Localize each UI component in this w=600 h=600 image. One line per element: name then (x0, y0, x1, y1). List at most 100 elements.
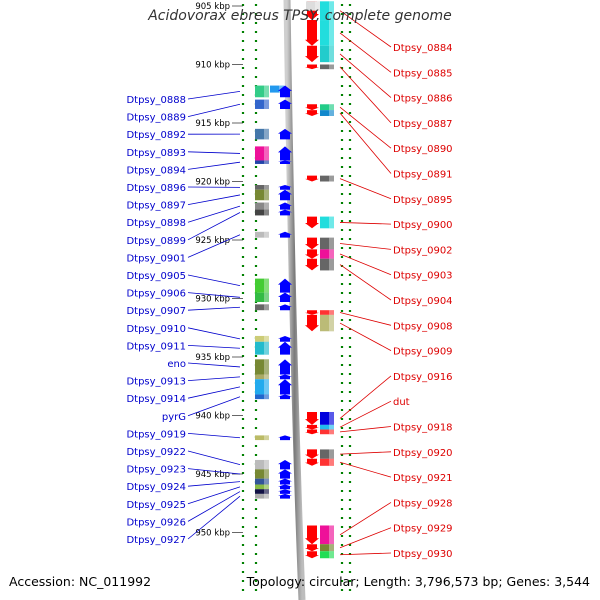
gene-label-Dtpsy_0925: Dtpsy_0925 (126, 500, 186, 511)
gene-label-Dtpsy_0921: Dtpsy_0921 (393, 473, 453, 484)
gene-block-Dtpsy_0914 (255, 379, 269, 395)
gene-leader-Dtpsy_0907 (187, 306, 241, 311)
gene-block-Dtpsy_0925 (255, 484, 269, 490)
gene-block-Dtpsy_0887 (320, 64, 334, 70)
gene-block-pyrG-shade (264, 394, 269, 400)
gene-label-Dtpsy_0928: Dtpsy_0928 (393, 498, 453, 509)
gene-arrow-Dtpsy_0905 (278, 278, 292, 293)
gene-arrow-Dtpsy_0896 (278, 185, 292, 190)
gene-block-Dtpsy_0886 (320, 45, 334, 63)
gene-block-Dtpsy_0901-shade (264, 231, 269, 238)
gene-leader-Dtpsy_0914 (187, 386, 241, 399)
gene-label-Dtpsy_0916: Dtpsy_0916 (393, 372, 453, 383)
gene-leader-dut (339, 400, 392, 428)
left-genes-layer: Dtpsy_0888Dtpsy_0889Dtpsy_0892Dtpsy_0893… (126, 85, 292, 546)
gene-block-Dtpsy_0929-shade (329, 544, 334, 552)
gene-block-Dtpsy_0930-shade (329, 551, 334, 559)
gene-arrow-Dtpsy_0889 (278, 99, 292, 109)
gene-block-Dtpsy_0907 (255, 304, 269, 311)
gene-leader-Dtpsy_0887 (339, 66, 392, 124)
gene-leader-pyrG (187, 396, 241, 417)
gene-arrow-Dtpsy_0927 (278, 493, 292, 499)
gene-leader-Dtpsy_0922 (187, 450, 241, 466)
gene-arrow-Dtpsy_0913 (278, 374, 292, 380)
gene-block-Dtpsy_0892-shade (264, 128, 269, 140)
gene-label-Dtpsy_0901: Dtpsy_0901 (126, 253, 186, 264)
gene-arrow-Dtpsy_0930 (305, 551, 319, 559)
gene-block-secondary-Dtpsy_0884-shade (315, 1, 320, 11)
gene-block-Dtpsy_0889-shade (264, 99, 269, 109)
gene-leader-Dtpsy_0894 (187, 161, 241, 170)
scale-label: 915 kbp (195, 119, 230, 129)
gene-leader-Dtpsy_0909 (339, 322, 392, 351)
gene-leader-Dtpsy_0927 (187, 495, 241, 540)
gene-label-Dtpsy_0885: Dtpsy_0885 (393, 68, 453, 79)
gene-block-Dtpsy_0901 (255, 231, 269, 238)
gene-leader-Dtpsy_0891 (339, 112, 392, 174)
gene-block-Dtpsy_0905 (255, 278, 269, 293)
gene-block-Dtpsy_0922 (255, 459, 269, 470)
gene-block-Dtpsy_0903 (320, 249, 334, 259)
gene-arrow-Dtpsy_0885 (305, 20, 319, 46)
gene-label-Dtpsy_0888: Dtpsy_0888 (126, 95, 186, 106)
gene-arrow-Dtpsy_0923 (278, 469, 292, 479)
gene-block-Dtpsy_0906 (255, 292, 269, 303)
gene-label-Dtpsy_0891: Dtpsy_0891 (393, 170, 453, 181)
scale-label: 910 kbp (195, 61, 230, 71)
gene-leader-Dtpsy_0908 (339, 312, 392, 326)
gene-label-Dtpsy_0905: Dtpsy_0905 (126, 271, 186, 282)
gene-label-Dtpsy_0909: Dtpsy_0909 (393, 347, 453, 358)
gene-leader-Dtpsy_0890 (339, 106, 392, 149)
gene-arrow-Dtpsy_0901 (278, 231, 292, 238)
gene-leader-Dtpsy_0899 (187, 212, 241, 241)
gene-leader-Dtpsy_0929 (339, 527, 392, 549)
gene-arrow-Dtpsy_0895 (305, 175, 319, 182)
gene-arrow-Dtpsy_0894 (278, 160, 292, 164)
gene-block-Dtpsy_0924-shade (264, 478, 269, 485)
gene-arrow-pyrG (278, 394, 292, 400)
gene-block-Dtpsy_0895 (320, 175, 334, 182)
gene-block-Dtpsy_0911-shade (264, 341, 269, 355)
gene-label-Dtpsy_0908: Dtpsy_0908 (393, 321, 453, 332)
gene-leader-Dtpsy_0888 (187, 91, 241, 100)
gene-leader-Dtpsy_0910 (187, 327, 241, 340)
gene-block-Dtpsy_0898-shade (264, 202, 269, 210)
gene-label-Dtpsy_0920: Dtpsy_0920 (393, 448, 453, 459)
gene-block-secondary-Dtpsy_0888 (270, 85, 284, 93)
gene-arrow-Dtpsy_0900 (305, 216, 319, 229)
scale-label: 950 kbp (195, 529, 230, 539)
gene-block-dut (320, 424, 334, 430)
gene-leader-Dtpsy_0924 (187, 481, 241, 487)
gene-arrow-eno (278, 359, 292, 375)
gene-arrow-Dtpsy_0925 (278, 484, 292, 490)
gene-leader-Dtpsy_0913 (187, 376, 241, 381)
scale-label: 925 kbp (195, 236, 230, 246)
gene-leader-Dtpsy_0889 (187, 103, 241, 117)
gene-arrow-Dtpsy_0926 (278, 489, 292, 494)
gene-block-Dtpsy_0905-shade (264, 278, 269, 293)
gene-arrow-Dtpsy_0897 (278, 189, 292, 201)
gene-block-Dtpsy_0910 (255, 335, 269, 342)
gene-block-Dtpsy_0916 (320, 411, 334, 425)
gene-block-Dtpsy_0916-shade (329, 411, 334, 425)
gene-arrow-Dtpsy_0893 (278, 146, 292, 161)
gene-label-dut: dut (393, 397, 410, 408)
gene-arrow-Dtpsy_0892 (278, 128, 292, 140)
gene-block-Dtpsy_0902 (320, 237, 334, 250)
scale-label: 905 kbp (195, 2, 230, 12)
gene-block-Dtpsy_0884 (320, 1, 334, 21)
scale-label: 930 kbp (195, 295, 230, 305)
gene-block-Dtpsy_0919 (255, 435, 269, 441)
right-genes-layer: Dtpsy_0884Dtpsy_0885Dtpsy_0886Dtpsy_0887… (305, 1, 453, 560)
gene-block-Dtpsy_0926-shade (264, 489, 269, 494)
gene-block-Dtpsy_0911 (255, 341, 269, 355)
gene-label-Dtpsy_0895: Dtpsy_0895 (393, 195, 453, 206)
gene-block-Dtpsy_0909-shade (329, 314, 334, 332)
gene-block-Dtpsy_0891-shade (329, 110, 334, 116)
gene-block-Dtpsy_0913 (255, 374, 269, 380)
gene-label-Dtpsy_0913: Dtpsy_0913 (126, 377, 186, 388)
gene-block-Dtpsy_0913-shade (264, 374, 269, 380)
gene-label-Dtpsy_0902: Dtpsy_0902 (393, 245, 453, 256)
gene-label-eno: eno (167, 359, 186, 370)
